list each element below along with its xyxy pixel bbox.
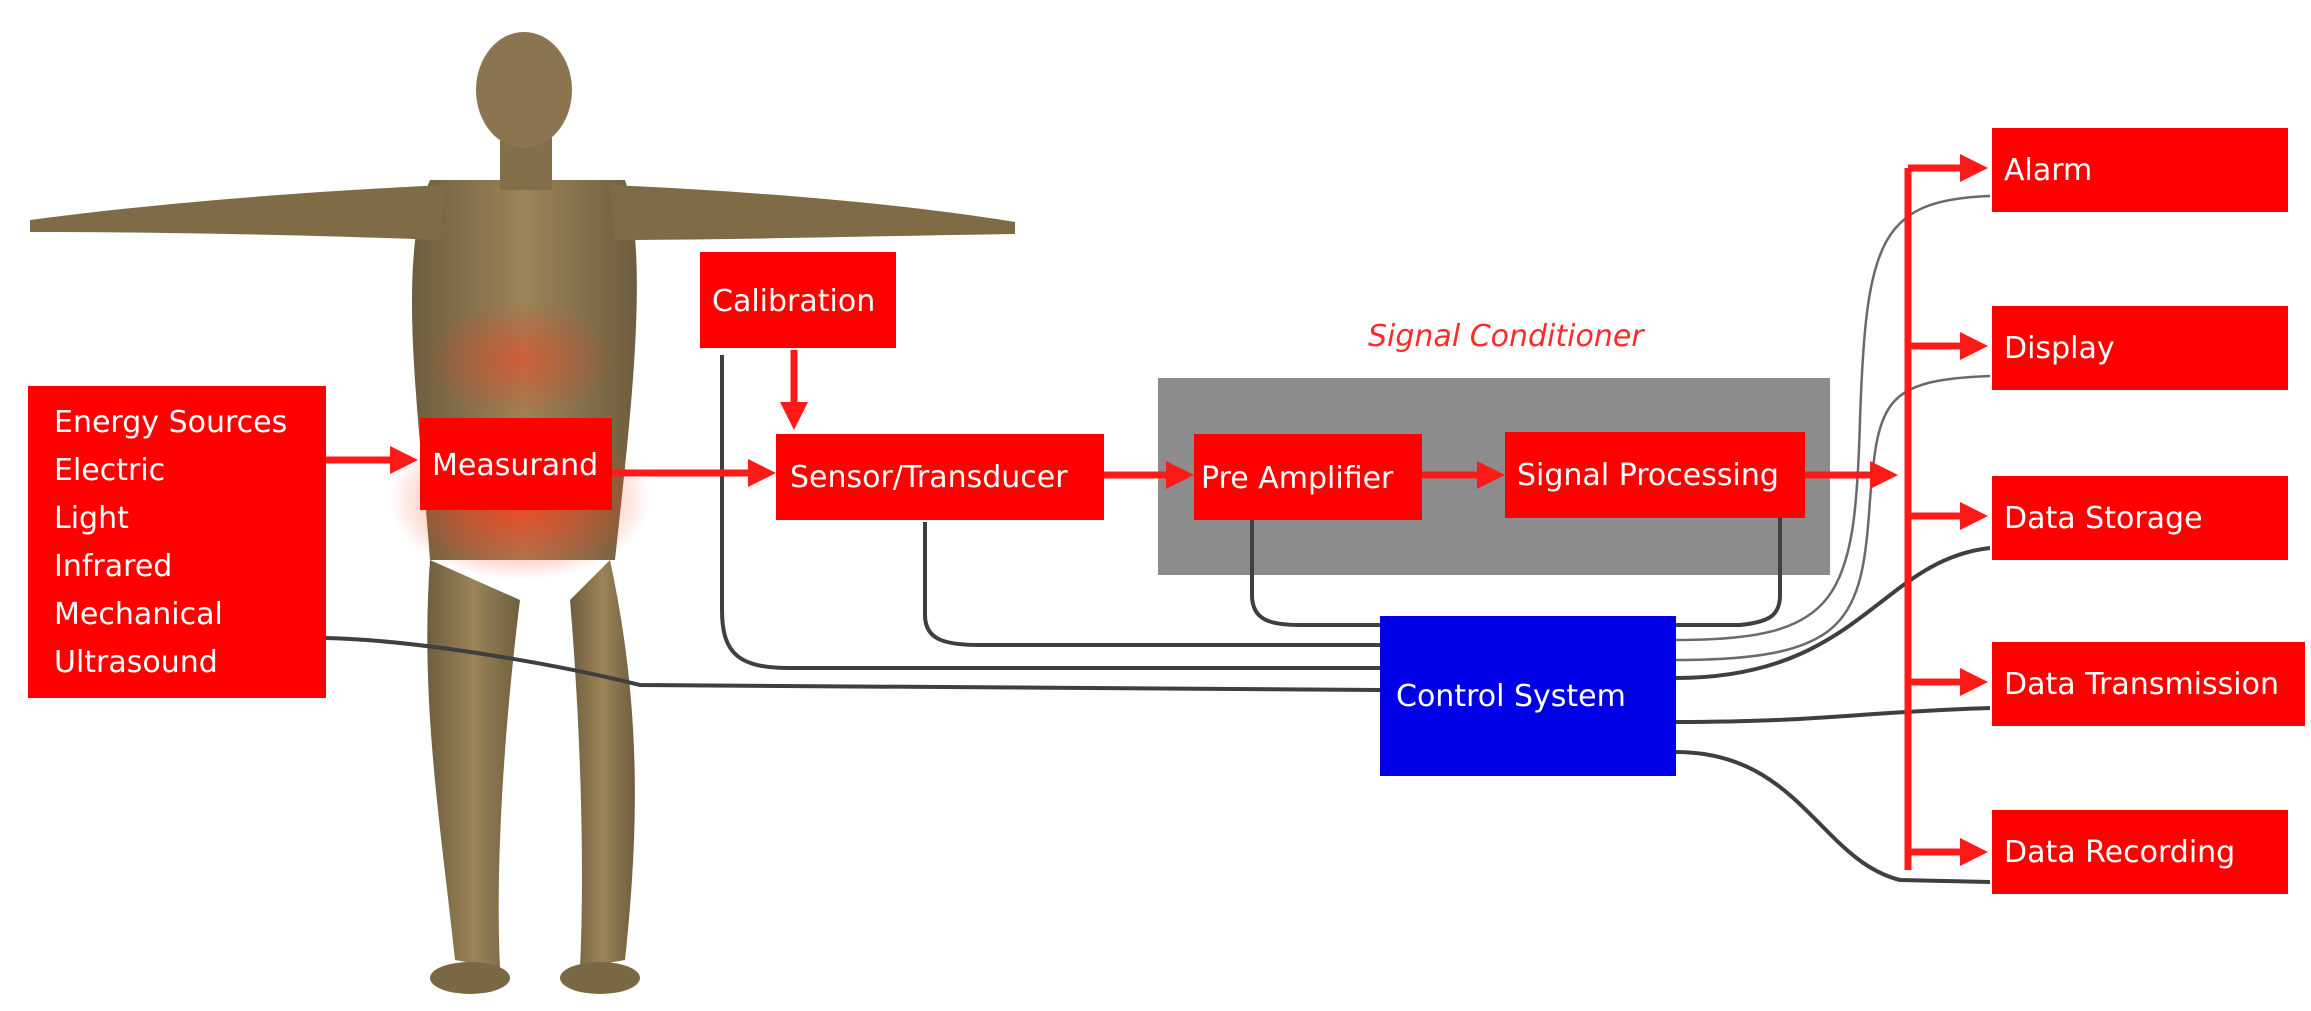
sensor-transducer-label: Sensor/Transducer bbox=[790, 460, 1068, 495]
energy-source-light: Light bbox=[54, 501, 129, 536]
output-alarm-label: Alarm bbox=[2004, 153, 2092, 188]
pre-amplifier-block: Pre Amplifier bbox=[1194, 434, 1422, 520]
output-data-storage-label: Data Storage bbox=[2004, 501, 2203, 536]
control-system-label: Control System bbox=[1396, 679, 1626, 714]
calibration-block: Calibration bbox=[700, 252, 896, 348]
signal-conditioner-title: Signal Conditioner bbox=[1368, 319, 1645, 354]
output-data-recording-block: Data Recording bbox=[1992, 810, 2288, 894]
signal-processing-label: Signal Processing bbox=[1517, 458, 1779, 493]
flow-arrows bbox=[325, 154, 1988, 870]
output-data-transmission-block: Data Transmission bbox=[1992, 642, 2305, 726]
control-wires bbox=[324, 194, 1991, 884]
energy-source-mechanical: Mechanical bbox=[54, 597, 223, 632]
energy-source-infrared: Infrared bbox=[54, 549, 172, 584]
measurand-label: Measurand bbox=[432, 448, 598, 483]
sensor-transducer-block: Sensor/Transducer bbox=[776, 434, 1104, 520]
measurand-block: Measurand bbox=[420, 418, 612, 510]
output-data-transmission-label: Data Transmission bbox=[2004, 667, 2279, 702]
energy-sources-block: Energy Sources Electric Light Infrared M… bbox=[28, 386, 326, 698]
output-data-storage-block: Data Storage bbox=[1992, 476, 2288, 560]
output-display-label: Display bbox=[2004, 331, 2115, 366]
output-alarm-block: Alarm bbox=[1992, 128, 2288, 212]
calibration-label: Calibration bbox=[712, 284, 875, 319]
energy-sources-heading: Energy Sources bbox=[54, 405, 287, 440]
control-system-block: Control System bbox=[1380, 616, 1676, 776]
signal-processing-block: Signal Processing bbox=[1505, 432, 1805, 518]
pre-amplifier-label: Pre Amplifier bbox=[1201, 461, 1394, 496]
energy-source-ultrasound: Ultrasound bbox=[54, 645, 218, 680]
output-data-recording-label: Data Recording bbox=[2004, 835, 2235, 870]
output-display-block: Display bbox=[1992, 306, 2288, 390]
energy-source-electric: Electric bbox=[54, 453, 165, 488]
